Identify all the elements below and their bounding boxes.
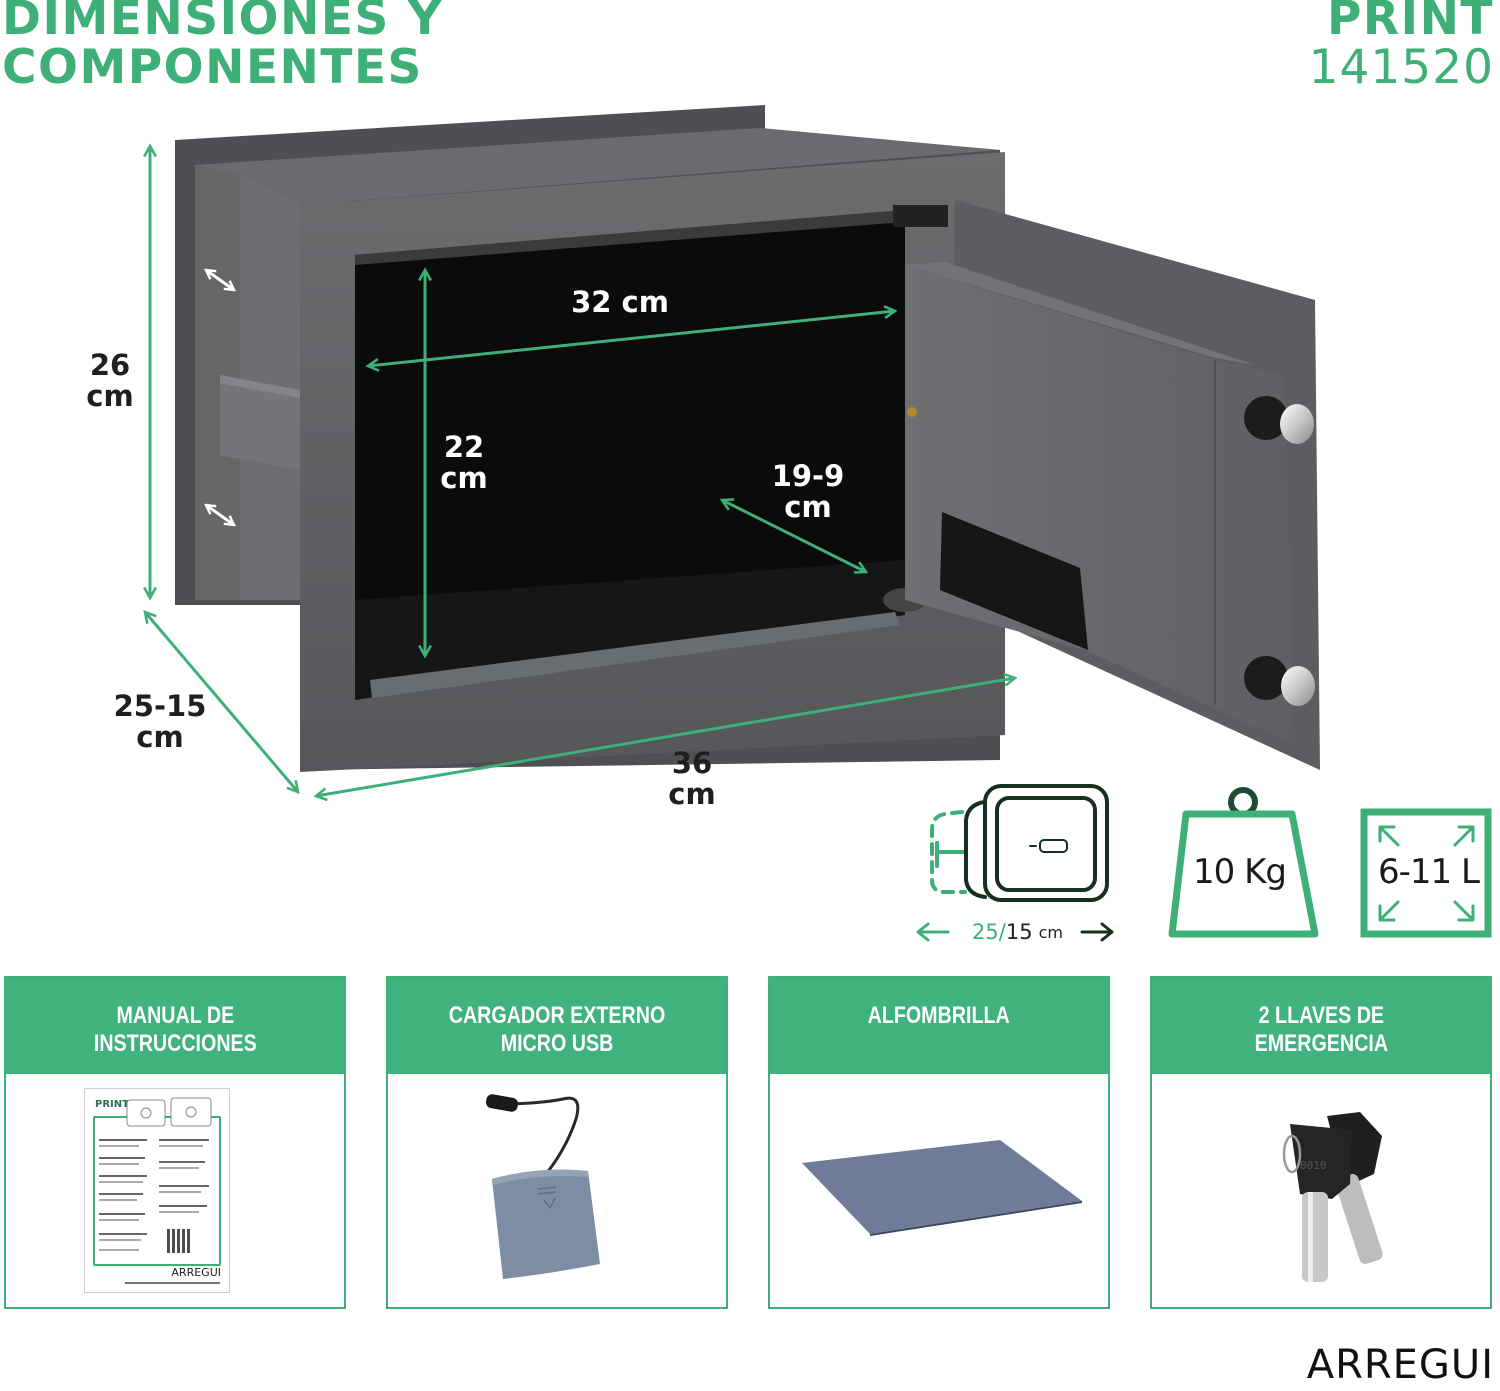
manual-brand: PRINT: [95, 1099, 129, 1110]
adjustable-depth-caption: 25/15 cm: [915, 918, 1120, 946]
instruction-manual-image: PRINT: [6, 1074, 344, 1309]
dimension-arrows: [145, 146, 1015, 796]
outer-height-unit: cm: [86, 379, 134, 413]
width-arrow: [316, 678, 1015, 796]
component-title: 2 LLAVES DE EMERGENCIA: [1152, 978, 1490, 1074]
weight-icon: [1168, 787, 1319, 938]
qr-code-icon: [167, 1229, 191, 1253]
manual-logo: ARREGUI: [171, 1266, 221, 1279]
inner-width-arrow: [368, 311, 895, 366]
depth-value-max: 25/: [972, 920, 1006, 944]
locking-bolt-bottom: [1244, 656, 1315, 706]
component-title: CARGADOR EXTERNO MICRO USB: [388, 978, 726, 1074]
outer-depth-label: 25-15 cm: [100, 691, 220, 753]
component-card-manual: MANUAL DE INSTRUCCIONES PRINT: [4, 976, 346, 1309]
outer-width-unit: cm: [668, 777, 716, 811]
inner-height-label: 22 cm: [424, 432, 504, 494]
inner-depth-value: 19-9: [771, 459, 845, 493]
inner-width-label: 32 cm: [550, 287, 690, 318]
component-title: MANUAL DE INSTRUCCIONES: [6, 978, 344, 1074]
floor-mat-image: [770, 1074, 1108, 1309]
locking-bolt-top: [1244, 396, 1314, 444]
volume-label: 6-11 L: [1378, 852, 1480, 892]
inner-width-value: 32 cm: [571, 285, 669, 319]
safe-illustration: [0, 105, 1492, 942]
depth-value-min: 15: [1005, 920, 1033, 944]
component-title-text: ALFOMBRILLA: [867, 1002, 1011, 1029]
model-code: 141520: [1308, 40, 1494, 95]
emergency-keys-image: 0010: [1152, 1074, 1490, 1309]
component-title: ALFOMBRILLA: [770, 978, 1108, 1074]
components-list: MANUAL DE INSTRUCCIONES PRINT: [4, 976, 1496, 1310]
model-label: PRINT 141520: [1309, 0, 1494, 92]
external-battery-charger-image: [388, 1074, 726, 1309]
component-card-keys: 2 LLAVES DE EMERGENCIA 0010: [1150, 976, 1492, 1309]
component-card-mat: ALFOMBRILLA: [768, 976, 1110, 1309]
component-title-text: MANUAL DE INSTRUCCIONES: [93, 1002, 257, 1057]
title-line-1: DIMENSIONES Y: [2, 0, 444, 46]
key-code: 0010: [1300, 1159, 1327, 1172]
title-line-2: COMPONENTES: [2, 40, 423, 95]
outer-depth-value: 25-15: [113, 689, 207, 723]
inner-height-value: 22: [443, 430, 485, 464]
page-title: DIMENSIONES Y COMPONENTES: [2, 0, 443, 92]
adjustable-depth-arrows: [206, 270, 234, 525]
outer-height-label: 26 cm: [70, 350, 150, 412]
outer-width-label: 36 cm: [652, 748, 732, 810]
depth-unit: cm: [1038, 922, 1063, 942]
volume-expand-icon: [1360, 808, 1492, 938]
battery-cover-icon: [940, 512, 1088, 650]
arregui-logo: ARREGUI: [1306, 1342, 1494, 1388]
inner-height-unit: cm: [440, 461, 488, 495]
safe-body: [175, 105, 1005, 772]
component-card-charger: CARGADOR EXTERNO MICRO USB: [386, 976, 728, 1309]
inner-depth-arrow: [722, 500, 866, 572]
model-name: PRINT: [1326, 0, 1494, 46]
manual-safe-icons: [126, 1097, 212, 1127]
weight-label: 10 Kg: [1193, 852, 1287, 892]
component-title-text: 2 LLAVES DE EMERGENCIA: [1254, 1002, 1388, 1057]
inner-depth-label: 19-9 cm: [758, 461, 858, 523]
outer-width-value: 36: [671, 746, 713, 780]
outer-depth-unit: cm: [136, 720, 184, 754]
inner-depth-unit: cm: [784, 490, 832, 524]
component-title-text: CARGADOR EXTERNO MICRO USB: [448, 1002, 666, 1057]
depth-arrow: [145, 612, 298, 792]
outer-height-value: 26: [89, 348, 131, 382]
adjustable-depth-safe-icon: [916, 784, 1114, 942]
safe-door: [905, 200, 1320, 770]
